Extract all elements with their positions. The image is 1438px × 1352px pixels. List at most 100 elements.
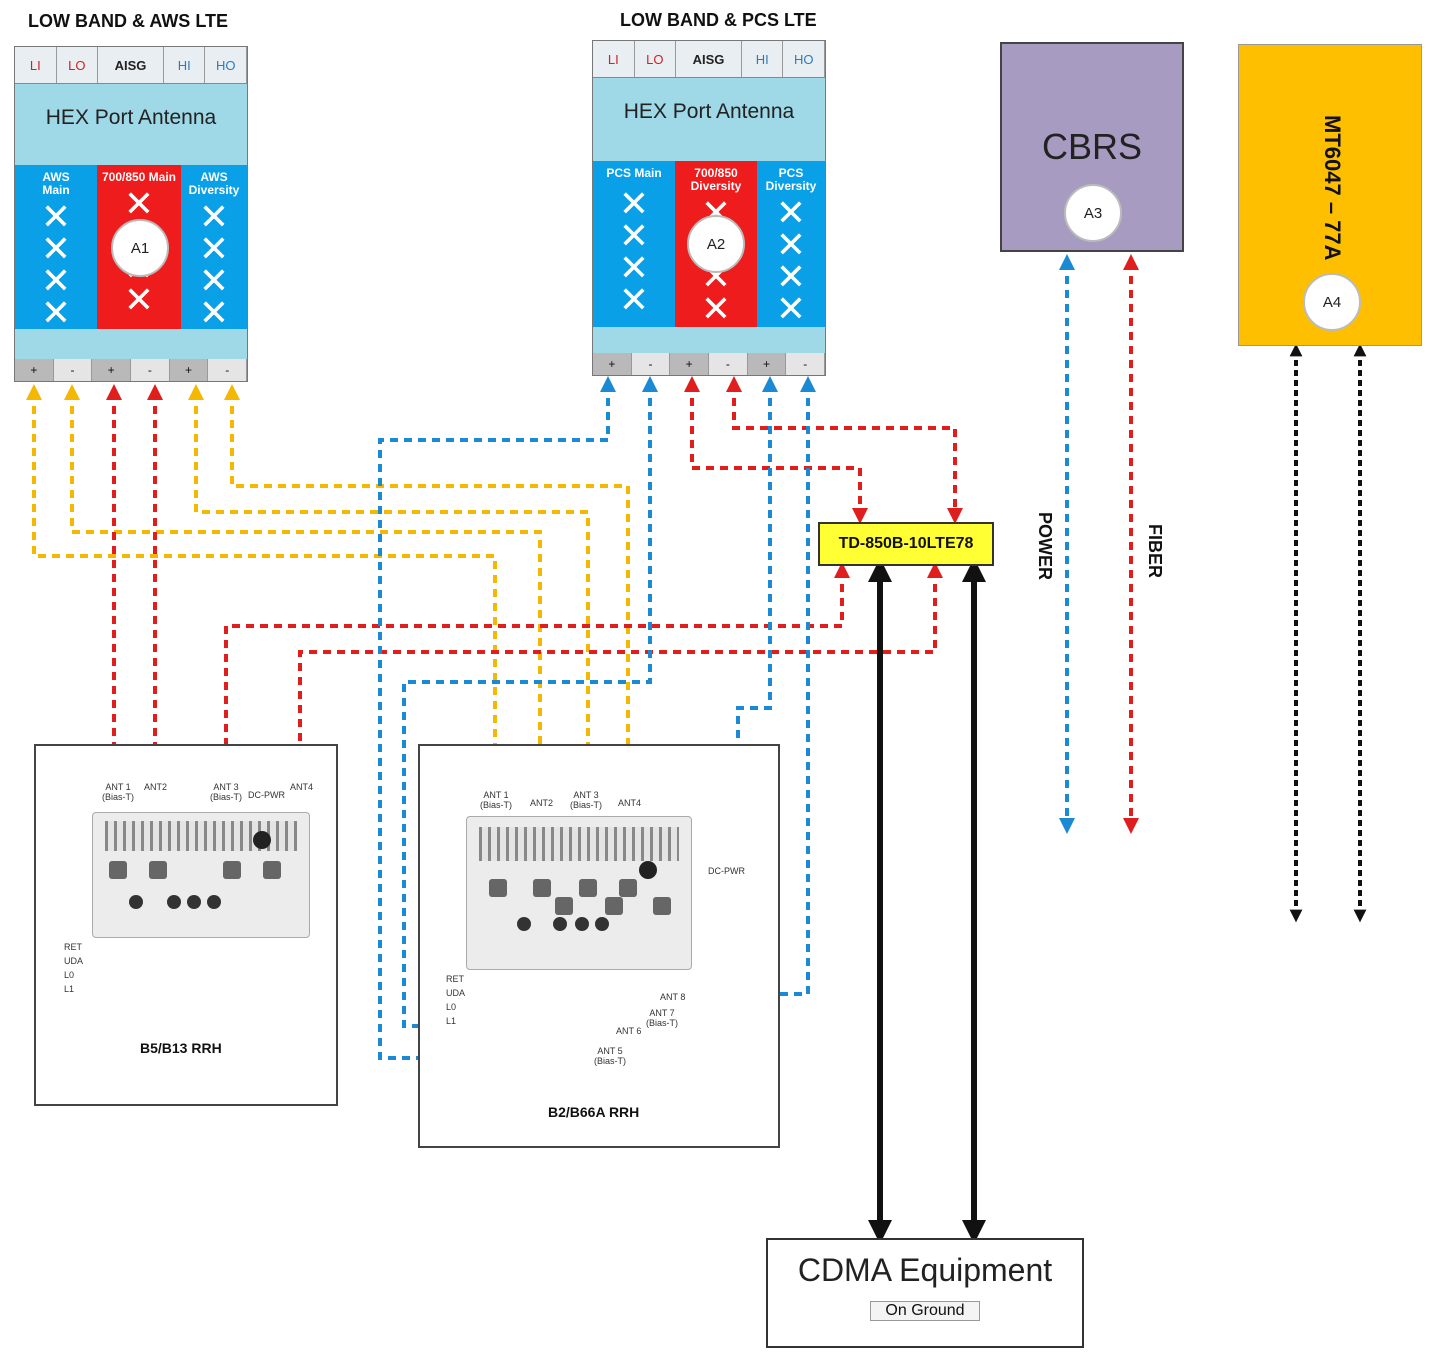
- rrh2-ant6-label: ANT 6: [616, 1026, 642, 1036]
- x-element-icon: ✕: [618, 215, 650, 256]
- port-minus: -: [208, 359, 248, 381]
- connector-icon: [207, 895, 221, 909]
- side-label: L1: [446, 1016, 457, 1026]
- x-element-icon: ✕: [198, 228, 230, 269]
- connector-icon: [555, 897, 573, 915]
- connector-icon: [167, 895, 181, 909]
- side-label: L0: [446, 1002, 457, 1012]
- diplexer-label: TD-850B-10LTE78: [838, 535, 974, 552]
- rrh1-ant1-label: ANT 1 (Bias-T): [102, 782, 134, 802]
- tab-li: LI: [15, 47, 57, 83]
- rrh1-unit-body: [92, 812, 310, 938]
- port-plus: +: [747, 353, 787, 375]
- port-label: ANT 5: [597, 1046, 623, 1056]
- marker-a1: A1: [111, 219, 169, 277]
- rrh2-ant8-label: ANT 8: [660, 992, 686, 1002]
- column-label: PCS Main: [606, 166, 662, 180]
- column-pcs-main: PCS Main ✕✕✕✕: [593, 161, 675, 327]
- antenna-a1-ports: + - + - + -: [15, 359, 248, 381]
- rrh1-name: B5/B13 RRH: [140, 1040, 222, 1056]
- port-plus: +: [670, 353, 710, 375]
- rrh1-ant2-label: ANT2: [144, 782, 168, 792]
- yellow-cable-4: [224, 384, 636, 788]
- side-label: UDA: [446, 988, 466, 998]
- port-minus: -: [131, 359, 170, 381]
- port-minus: -: [53, 359, 93, 381]
- port-sublabel: (Bias-T): [646, 1018, 678, 1028]
- yellow-cable-2: [64, 384, 548, 788]
- antenna-a2-name: HEX Port Antenna: [623, 100, 795, 123]
- tab-li: LI: [593, 41, 635, 77]
- x-element-icon: ✕: [198, 196, 230, 237]
- port-minus: -: [631, 353, 671, 375]
- port-label: ANT 7: [649, 1008, 675, 1018]
- port-minus: -: [786, 353, 826, 375]
- rrh-b5-b13: ANT 1 (Bias-T) ANT2 ANT 3 (Bias-T) DC-PW…: [34, 744, 338, 1106]
- x-element-icon: ✕: [40, 292, 72, 333]
- marker-a3: A3: [1064, 184, 1122, 242]
- connector-icon: [263, 861, 281, 879]
- antenna-a2-ports: + - + - + -: [593, 353, 826, 375]
- connector-icon: [619, 879, 637, 897]
- port-label: ANT 1: [105, 782, 131, 792]
- red-cable-a2-diplexer-1: [684, 376, 868, 524]
- power-label: POWER: [1035, 512, 1055, 581]
- column-label: 700/850 Diversity: [690, 166, 742, 193]
- x-element-icon: ✕: [775, 288, 807, 329]
- connector-icon: [109, 861, 127, 879]
- blue-cable-4: [688, 376, 816, 1002]
- yellow-cable-1: [26, 384, 503, 788]
- side-label: RET: [64, 942, 82, 952]
- port-label: ANT 3: [573, 790, 599, 800]
- rrh2-unit-body: [466, 816, 692, 970]
- dc-power-connector-icon: [639, 861, 657, 879]
- black-dashed-cables: [1289, 343, 1367, 923]
- connector-icon: [605, 897, 623, 915]
- antenna-a1-tabs: LI LO AISG HI HO: [15, 47, 247, 84]
- x-element-icon: ✕: [40, 196, 72, 237]
- rrh2-ant7-label: ANT 7 (Bias-T): [646, 1008, 678, 1028]
- rrh-b2-b66a: ANT 1 (Bias-T) ANT2 ANT 3 (Bias-T) ANT4 …: [418, 744, 780, 1148]
- connector-icon: [653, 897, 671, 915]
- column-label: 700/850 Main: [101, 170, 177, 184]
- port-label: ANT 1: [483, 790, 509, 800]
- tab-ho: HO: [783, 41, 825, 77]
- x-element-icon: ✕: [40, 228, 72, 269]
- column-label: AWS Diversity: [188, 170, 240, 197]
- rrh2-side-labels: RET UDA L0 L1: [446, 972, 465, 1028]
- cdma-title: CDMA Equipment: [797, 1252, 1053, 1288]
- port-plus: +: [92, 359, 132, 381]
- x-element-icon: ✕: [775, 192, 807, 233]
- port-sublabel: (Bias-T): [210, 792, 242, 802]
- tab-hi: HI: [164, 47, 206, 83]
- port-plus: +: [593, 353, 632, 375]
- fiber-label: FIBER: [1145, 524, 1165, 578]
- diplexer-td-850b: TD-850B-10LTE78: [818, 522, 994, 566]
- yellow-cables: [26, 384, 636, 788]
- x-element-icon: ✕: [775, 224, 807, 265]
- port-sublabel: (Bias-T): [102, 792, 134, 802]
- tab-aisg: AISG: [98, 47, 164, 83]
- connector-icon: [187, 895, 201, 909]
- antenna-a2-title: LOW BAND & PCS LTE: [620, 10, 817, 30]
- column-label: PCS Diversity: [765, 166, 817, 193]
- x-element-icon: ✕: [618, 183, 650, 224]
- marker-a4: A4: [1303, 273, 1361, 331]
- column-pcs-diversity: PCS Diversity ✕✕✕✕: [757, 161, 825, 327]
- mt6047-unit: MT6047 – 77A A4: [1238, 44, 1422, 346]
- antenna-a1-title: LOW BAND & AWS LTE: [28, 11, 228, 31]
- rrh2-ant3-label: ANT 3 (Bias-T): [570, 790, 602, 810]
- red-cable-a2-diplexer-2: [726, 376, 963, 524]
- cdma-equipment: CDMA Equipment On Ground: [766, 1238, 1084, 1348]
- antenna-a2-columns: PCS Main ✕✕✕✕ 700/850 Diversity ✕✕✕✕ PCS…: [593, 161, 825, 327]
- x-element-icon: ✕: [618, 247, 650, 288]
- cbrs-label: CBRS: [1041, 126, 1143, 167]
- rrh2-ant5-label: ANT 5 (Bias-T): [594, 1046, 626, 1066]
- tab-ho: HO: [205, 47, 247, 83]
- rrh1-side-labels: RET UDA L0 L1: [64, 940, 83, 996]
- connector-icon: [149, 861, 167, 879]
- mt6047-label: MT6047 – 77A: [1320, 115, 1345, 261]
- connector-icon: [595, 917, 609, 931]
- column-aws-diversity: AWS Diversity ✕✕✕✕: [181, 165, 247, 331]
- rrh2-fins: [479, 827, 679, 861]
